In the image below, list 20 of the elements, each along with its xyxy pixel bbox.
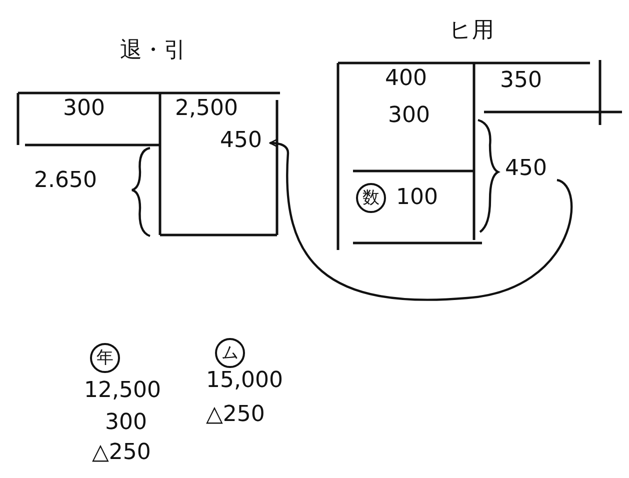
amount-text: 450 <box>220 130 270 156</box>
circled-mark: ム <box>215 338 245 368</box>
amount-text: 100 <box>396 185 438 210</box>
arrow <box>269 138 572 301</box>
amount-text: 350 <box>500 70 550 96</box>
amount-text: 400 <box>385 68 435 94</box>
amount-text: 12,500 <box>84 380 161 402</box>
circled-mark: 年 <box>90 343 120 373</box>
amount-text: △250 <box>92 442 151 464</box>
circled-mark: 数 <box>356 183 386 213</box>
account-title: 退・引 <box>120 40 186 62</box>
amount-text: △250 <box>206 404 265 426</box>
amount-text: 15,000 <box>206 370 283 392</box>
amount-text: 2,500 <box>175 98 245 124</box>
account-title: ヒ用 <box>449 20 494 42</box>
amount-text: 2.650 <box>34 170 97 192</box>
amount-text: 300 <box>388 105 438 131</box>
amount-text: 300 <box>63 98 125 124</box>
amount-text: 300 <box>105 412 147 434</box>
amount-text: 450 <box>505 158 557 184</box>
